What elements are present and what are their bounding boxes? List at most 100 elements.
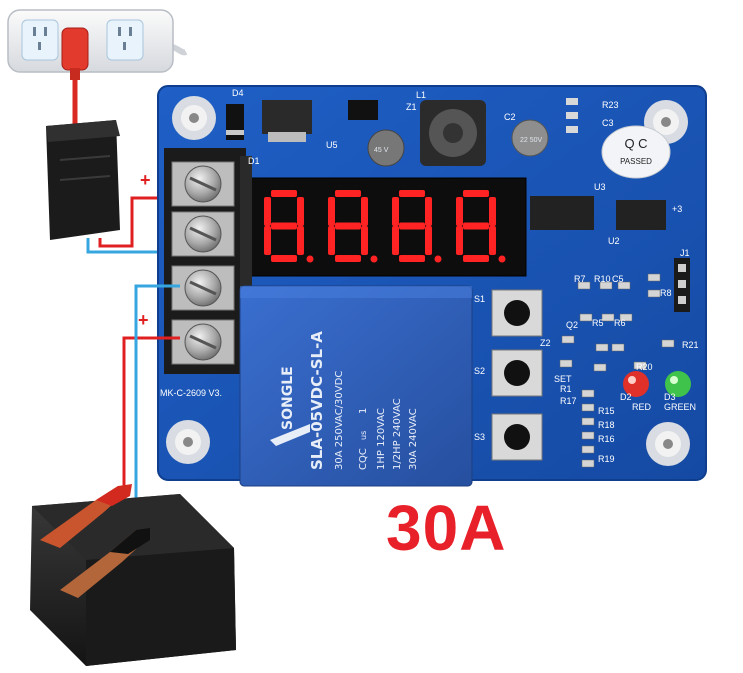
display-digit: [328, 190, 378, 263]
charger-adapter: [46, 120, 120, 240]
silkscreen-label: S2: [474, 366, 485, 376]
display-dot: [498, 255, 506, 263]
display-segment: [335, 255, 361, 262]
terminal-screw: [171, 211, 235, 257]
display-dot: [306, 255, 314, 263]
relay-cert: CQC: [358, 448, 369, 470]
silkscreen-label: RED: [632, 402, 652, 412]
terminal-screw: [171, 161, 235, 207]
display-segment: [264, 197, 271, 226]
capacitor-small: [367, 129, 405, 167]
smd-components: [559, 273, 675, 468]
silkscreen-label: D2: [620, 392, 632, 402]
display-segment: [335, 222, 361, 230]
silkscreen-label: C5: [612, 274, 624, 284]
silkscreen-label: R23: [602, 100, 619, 110]
silkscreen-label: R7: [574, 274, 586, 284]
mounting-hole: [172, 96, 216, 140]
display-segment: [425, 226, 432, 255]
silkscreen-label: J1: [680, 248, 690, 258]
relay-model: SLA-05VDC-SL-A: [308, 331, 326, 470]
switch-s3: [491, 413, 543, 461]
silkscreen-label: U2: [608, 236, 620, 246]
relay-brand: SONGLE: [280, 366, 296, 430]
current-rating-headline: 30A: [386, 492, 507, 564]
display-segment: [297, 197, 304, 226]
silkscreen-label: R8: [660, 288, 672, 298]
ic-u2: [616, 200, 666, 230]
alligator-clip-black: [60, 528, 150, 598]
display-digit: [456, 190, 506, 263]
display-segment: [271, 190, 297, 197]
display-segment: [456, 226, 463, 255]
switch-s2: [491, 349, 543, 397]
qc-bottom-text: PASSED: [620, 157, 652, 166]
terminal-screw: [171, 319, 235, 365]
display-segment: [264, 226, 271, 255]
display-segment: [328, 197, 335, 226]
relay-rating-4: 30A 240VAC: [408, 408, 419, 470]
silkscreen-label: S1: [474, 294, 485, 304]
display-digit: [392, 190, 442, 263]
regulator-u5: [262, 100, 312, 134]
battery-wires: +: [122, 284, 180, 500]
display-segment: [335, 190, 361, 197]
cap-small-label: 45 V: [374, 147, 389, 154]
silkscreen-label: C2: [504, 112, 516, 122]
silkscreen-label: R6: [614, 318, 626, 328]
power-strip: [7, 9, 188, 73]
plus-sign-battery: +: [138, 310, 149, 330]
display-segment: [489, 226, 496, 255]
silkscreen-label: R5: [592, 318, 604, 328]
silkscreen-label: R16: [598, 434, 615, 444]
display-segment: [399, 255, 425, 262]
display-segment: [271, 255, 297, 262]
songle-logo-icon: [270, 424, 310, 446]
silkscreen-label: S3: [474, 432, 485, 442]
relay-cert-us: us: [359, 431, 368, 440]
silkscreen-label: R15: [598, 406, 615, 416]
display-dot: [370, 255, 378, 263]
silkscreen-label: SET: [554, 374, 572, 384]
silkscreen-label: R18: [598, 420, 615, 430]
zener-z1: [348, 100, 378, 120]
relay-pin: 1: [358, 408, 369, 414]
battery: [30, 494, 236, 666]
display-segment: [425, 197, 432, 226]
silkscreen-label: R17: [560, 396, 577, 406]
switch-s1: [491, 289, 543, 337]
silkscreen-label: D3: [664, 392, 676, 402]
silkscreen-label: D1: [248, 156, 260, 166]
silkscreen-label: U5: [326, 140, 338, 150]
silkscreen-label: R10: [594, 274, 611, 284]
display-segment: [456, 197, 463, 226]
seven-segment-display: [249, 177, 527, 277]
display-digit: [264, 190, 314, 263]
mounting-hole: [166, 420, 210, 464]
terminal-screw: [171, 265, 235, 311]
capacitor-c2: [511, 119, 549, 157]
display-segment: [392, 197, 399, 226]
display-segment: [489, 197, 496, 226]
silkscreen-label: +3: [672, 204, 682, 214]
display-segment: [463, 190, 489, 197]
silkscreen-label: R1: [560, 384, 572, 394]
silkscreen-label: U3: [594, 182, 606, 192]
silkscreen-label: L1: [416, 90, 426, 100]
terminal-block: [164, 148, 252, 374]
silkscreen-label: R20: [636, 362, 653, 372]
relay-rating-2: 1HP 120VAC: [376, 408, 387, 470]
relay: SONGLE SLA-05VDC-SL-A 30A 250VAC/30VDC C…: [239, 285, 473, 487]
mounting-hole: [646, 422, 690, 466]
display-segment: [399, 190, 425, 197]
silkscreen-label: R21: [682, 340, 699, 350]
display-segment: [463, 222, 489, 230]
display-segment: [361, 197, 368, 226]
power-plug: [61, 27, 89, 128]
qc-top-text: Q C: [624, 136, 647, 151]
display-segment: [392, 226, 399, 255]
relay-rating-1: 30A 250VAC/30VDC: [334, 371, 345, 470]
silkscreen-label: C3: [602, 118, 614, 128]
display-segment: [361, 226, 368, 255]
cap-c2-label: 22 50V: [520, 137, 543, 144]
